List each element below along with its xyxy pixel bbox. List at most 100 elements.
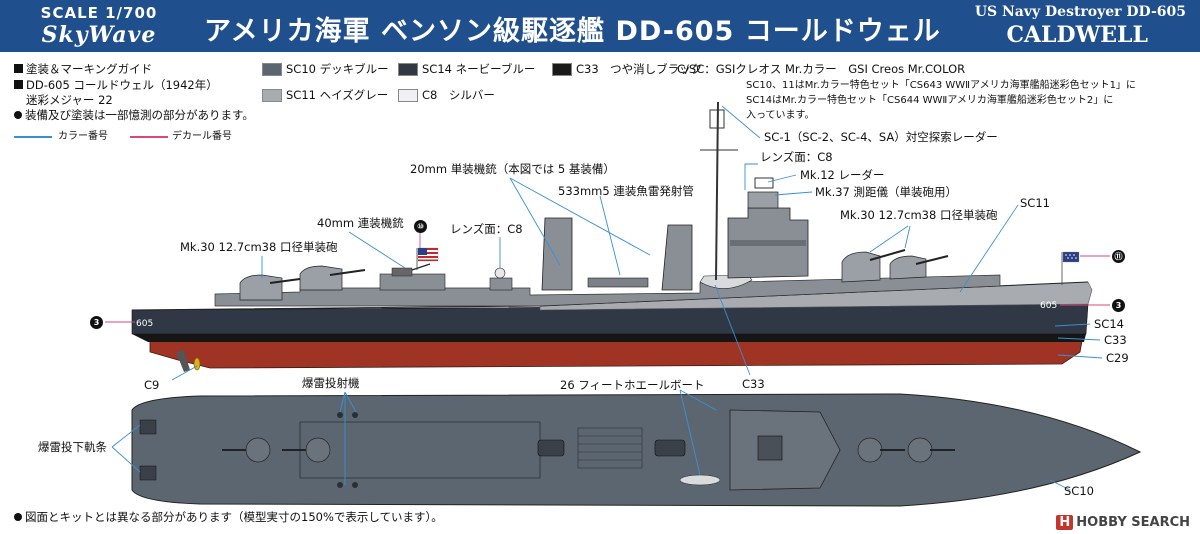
- swatch-c33: [552, 63, 572, 76]
- leader-dc-projector-2: [344, 391, 357, 413]
- label-c29: C29: [1106, 351, 1129, 365]
- aft-gun-barrel-1: [269, 278, 301, 284]
- leader-mk30-right-1: [904, 225, 911, 249]
- aft-gun-plan-2: [305, 437, 331, 463]
- union-jack-icon: [1062, 251, 1080, 263]
- guide-heading: 塗装＆マーキングガイド: [14, 62, 152, 77]
- paint-note-line3: SC14はMr.カラー特色セット「CS644 WWⅡアメリカ海軍艦船迷彩色セット…: [746, 95, 1114, 106]
- guide-note: 装備及び塗装は一部憶測の部分があります。: [14, 108, 254, 123]
- label-dc-projector: 爆雷投射機: [302, 376, 360, 390]
- leader-mk37: [774, 191, 813, 196]
- leader-torpedo: [599, 195, 621, 276]
- hull-number-stern: 605: [136, 319, 153, 329]
- searchlight-platform: [489, 277, 513, 291]
- leader-sc11: [959, 204, 1019, 293]
- guide-heading-text: 塗装＆マーキングガイド: [26, 62, 153, 76]
- leader-c29: [1057, 354, 1103, 359]
- brand-logo: SCALE 1/700 SkyWave: [14, 4, 184, 48]
- leader-40mm: [348, 231, 406, 269]
- bridge-plan: [729, 409, 841, 491]
- paint-sc10-code: SC10: [286, 62, 316, 76]
- dot-bullet-icon: [14, 111, 22, 119]
- paint-sc10: SC10 デッキブルー: [286, 62, 389, 77]
- fwd-gun-barrel-1: [869, 249, 906, 261]
- label-lens-top: レンズ面：C8: [760, 150, 833, 164]
- fwd-gun-barrel-2: [915, 255, 949, 265]
- fore-funnel: [661, 224, 693, 291]
- scale-label: SCALE 1/700: [40, 4, 158, 22]
- deckhouse: [214, 274, 1001, 307]
- paint-sc10-name: デッキブルー: [319, 62, 389, 76]
- leader-mk12: [767, 174, 797, 183]
- bridge-windows: [730, 240, 806, 246]
- decal-number-legend: デカール番号: [172, 131, 232, 142]
- fore-funnel-plan: [654, 439, 686, 457]
- swatch-sc14: [398, 63, 418, 76]
- dc-projector-2: [352, 412, 358, 418]
- label-c33-right: C33: [1104, 333, 1127, 347]
- swatch-c8: [398, 89, 418, 102]
- boot-topping: [132, 334, 1086, 342]
- decal-3-marker-left: 3: [90, 316, 103, 329]
- leader-sc10: [1049, 479, 1071, 491]
- guide-note-text: 装備及び塗装は一部憶測の部分があります。: [25, 108, 254, 122]
- aft-deckhouse: [379, 273, 446, 291]
- leader-20mm-2: [509, 177, 651, 256]
- leader-mk30-right-2: [869, 225, 909, 253]
- fwd-gun-mount-2: [889, 255, 927, 280]
- decal-10-marker: ⑩: [414, 220, 427, 233]
- paint-c33-name: つや消しブラック: [610, 62, 703, 76]
- color-number-legend-line: [14, 136, 52, 138]
- paint-sc14-name: ネービーブルー: [455, 62, 536, 76]
- leader-20mm-1: [509, 177, 561, 266]
- whaleboat-plan: [679, 474, 721, 486]
- label-mk37: Mk.37 測距儀（単装砲用）: [815, 185, 958, 199]
- color-number-legend: カラー番号: [58, 131, 108, 142]
- ship-line1: DD-605 コールドウェル（1942年）: [14, 78, 218, 93]
- swatch-sc11: [262, 89, 282, 102]
- dc-projector-3: [337, 482, 343, 488]
- bottom-note: 図面とキットとは異なる部分があります（模型実寸の150%で表示しています）。: [14, 510, 443, 525]
- label-torpedo: 533mm5 連装魚雷発射管: [558, 184, 694, 198]
- bofors-mount: [391, 267, 413, 277]
- label-sc14: SC14: [1094, 317, 1124, 331]
- leader-dc-rack-1: [111, 424, 141, 448]
- label-mk12: Mk.12 レーダー: [800, 168, 885, 182]
- paint-c33: C33 つや消しブラック: [576, 62, 702, 77]
- hobby-search-logo-icon: H: [1056, 515, 1074, 530]
- label-c33-mid: C33: [742, 377, 765, 391]
- dc-projector-4: [352, 482, 358, 488]
- label-whaleboat: 26 フィートホエールボート: [560, 378, 705, 392]
- top-view: [131, 393, 1142, 507]
- page-title: アメリカ海軍 ベンソン級駆逐艦 DD-605 コールドウェル: [204, 16, 941, 47]
- hull-red-bottom: [149, 340, 1083, 369]
- label-sc11: SC11: [1020, 196, 1050, 210]
- label-dc-rack: 爆雷投下軌条: [38, 440, 107, 454]
- leader-dc-projector-1: [339, 391, 346, 413]
- aft-deckhouse-plan: [299, 421, 541, 479]
- bottom-note-text: 図面とキットとは異なる部分があります（模型実寸の150%で表示しています）。: [25, 510, 443, 524]
- square-bullet-icon: [14, 80, 23, 89]
- leader-c33-mid: [714, 284, 751, 376]
- aft-gun-mount-2: [299, 265, 343, 291]
- watermark-text: HOBBY SEARCH: [1076, 515, 1190, 530]
- paint-c8-code: C8: [422, 88, 438, 102]
- paint-note-line1: C/SC：GSIクレオス Mr.カラー GSI Creos Mr.COLOR: [677, 62, 966, 76]
- label-sc1-radar: SC-1（SC-2、SC-4、SA）対空探索レーダー: [764, 130, 998, 144]
- dc-projector-1: [337, 412, 343, 418]
- dot-bullet-icon: [14, 513, 22, 521]
- paint-sc11: SC11 ヘイズグレー: [286, 88, 388, 103]
- ship-line2: 迷彩メジャー 22: [26, 93, 113, 107]
- color-leader-lines: [111, 105, 1103, 491]
- dc-rack-port: [139, 419, 157, 435]
- decal-11-marker: ⑪: [1112, 250, 1125, 263]
- leader-sc14: [1054, 323, 1091, 327]
- leader-whaleboat-2: [679, 389, 717, 411]
- rudder: [176, 350, 190, 372]
- searchlight: [494, 267, 506, 279]
- mast: [715, 101, 719, 281]
- paint-sc11-code: SC11: [286, 88, 316, 102]
- aft-funnel-plan: [537, 439, 565, 457]
- paint-c8: C8 シルバー: [422, 88, 495, 103]
